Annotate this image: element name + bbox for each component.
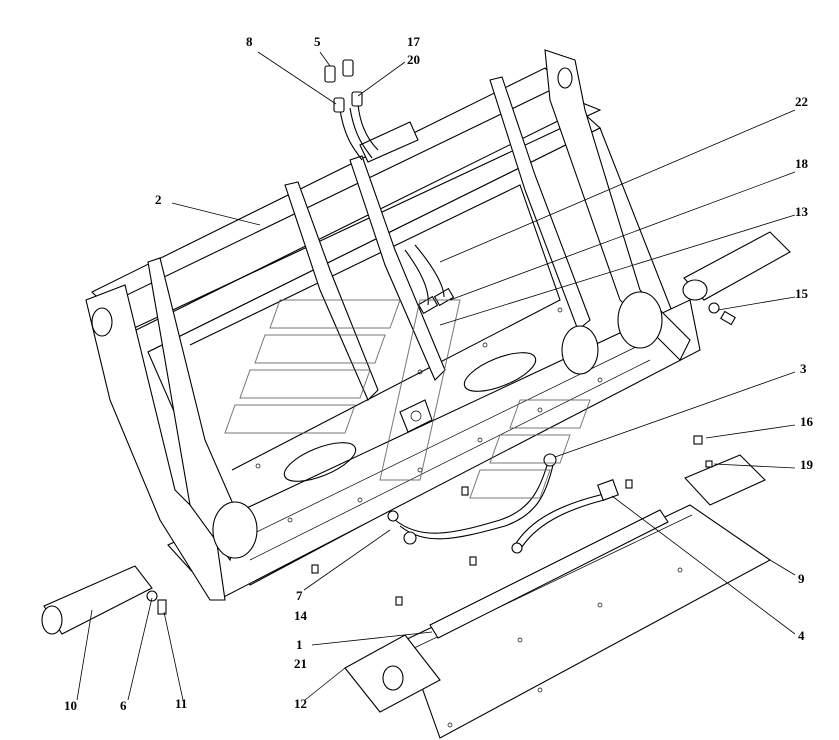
callout-20: 20 [407,52,420,67]
callout-2: 2 [155,192,162,207]
callout-11: 11 [175,696,187,711]
callout-18: 18 [795,156,809,171]
pin-right-upper [682,231,791,326]
callout-22: 22 [795,94,808,109]
bucket-frame [85,49,701,601]
callout-14: 14 [294,608,308,623]
cylinder-housing [344,454,772,739]
callout-1: 1 [296,637,303,652]
callout-4: 4 [798,628,805,643]
callout-10: 10 [64,698,77,713]
callout-6: 6 [120,698,127,713]
leader-lines [76,51,796,701]
callouts: 8 5 17 20 22 2 18 13 15 3 16 19 9 7 14 4… [64,34,814,713]
callout-7: 7 [296,588,303,603]
callout-15: 15 [795,286,809,301]
callout-12: 12 [294,696,307,711]
loose-bolts [311,435,713,606]
callout-21: 21 [294,656,307,671]
callout-19: 19 [800,457,814,472]
top-fittings [324,59,363,113]
watermark-logo [224,299,591,499]
callout-5: 5 [314,34,321,49]
callout-16: 16 [800,414,814,429]
pin-left-lower [41,565,167,635]
callout-3: 3 [800,361,807,376]
callout-8: 8 [246,34,253,49]
callout-17: 17 [407,34,421,49]
callout-13: 13 [795,204,809,219]
callout-9: 9 [798,571,805,586]
